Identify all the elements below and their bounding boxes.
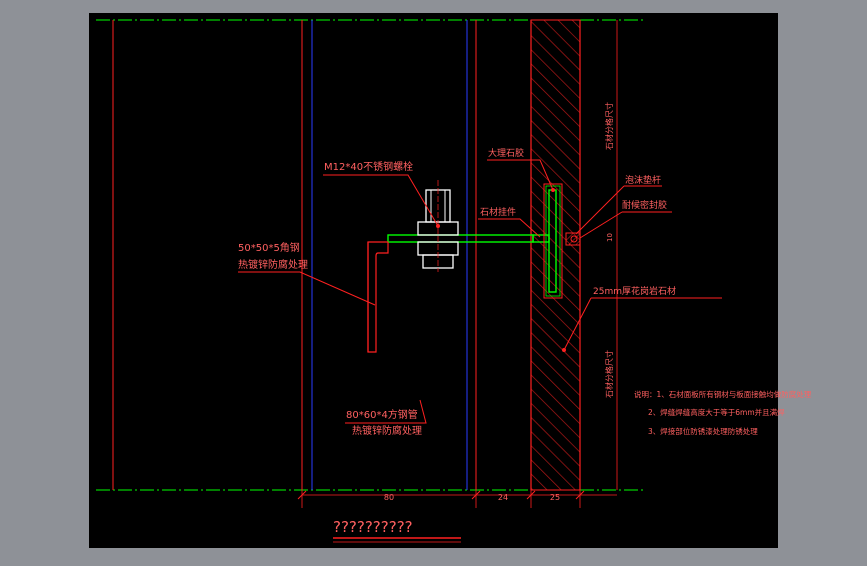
dim-25: 25 <box>550 493 560 502</box>
drawing-title: ?????????? <box>333 518 413 536</box>
steel-tube-label-line2: 热镀锌防腐处理 <box>352 424 422 437</box>
angle-steel <box>367 241 389 353</box>
note-3: 3、焊接部位防锈漆处理防锈处理 <box>648 426 758 436</box>
joint-size-top-label: 石材分格尺寸 <box>604 102 614 150</box>
marble-glue-label: 大理石胶 <box>488 147 524 159</box>
leader-dot-bolt <box>436 224 440 228</box>
joint-size-bottom-label: 石材分格尺寸 <box>604 350 614 398</box>
bolt-label: M12*40不锈钢螺栓 <box>324 160 413 173</box>
angle-label-line2: 热镀锌防腐处理 <box>238 258 308 271</box>
joint-gap-label: 10 <box>606 233 614 242</box>
sealant-label: 耐候密封胶 <box>622 199 667 211</box>
steel-tube-label-line1: 80*60*4方钢管 <box>346 408 418 421</box>
stone-slot <box>543 183 563 299</box>
leader-lines <box>238 159 722 424</box>
dim-80: 80 <box>384 493 394 502</box>
sealant-joint <box>565 232 581 246</box>
foam-rod-label: 泡沫垫杆 <box>625 174 661 186</box>
drawing-area <box>89 13 778 548</box>
stone-hanger-label: 石材挂件 <box>480 206 516 218</box>
marble-glue-fill <box>545 185 561 297</box>
note-1: 说明：1、石材面板所有钢材与板面接触均做防腐处理 <box>634 389 812 399</box>
leader-dot-glue <box>551 188 555 192</box>
dim-24: 24 <box>498 493 508 502</box>
note-2: 2、焊缝焊缝高度大于等于6mm并且满焊 <box>648 407 785 417</box>
dimension-line <box>297 490 617 508</box>
stone-panel-label: 25mm厚花岗岩石材 <box>593 285 676 297</box>
foam-rod-icon <box>570 235 578 243</box>
leader-dot-panel <box>562 348 566 352</box>
angle-label-line1: 50*50*5角钢 <box>238 241 300 254</box>
